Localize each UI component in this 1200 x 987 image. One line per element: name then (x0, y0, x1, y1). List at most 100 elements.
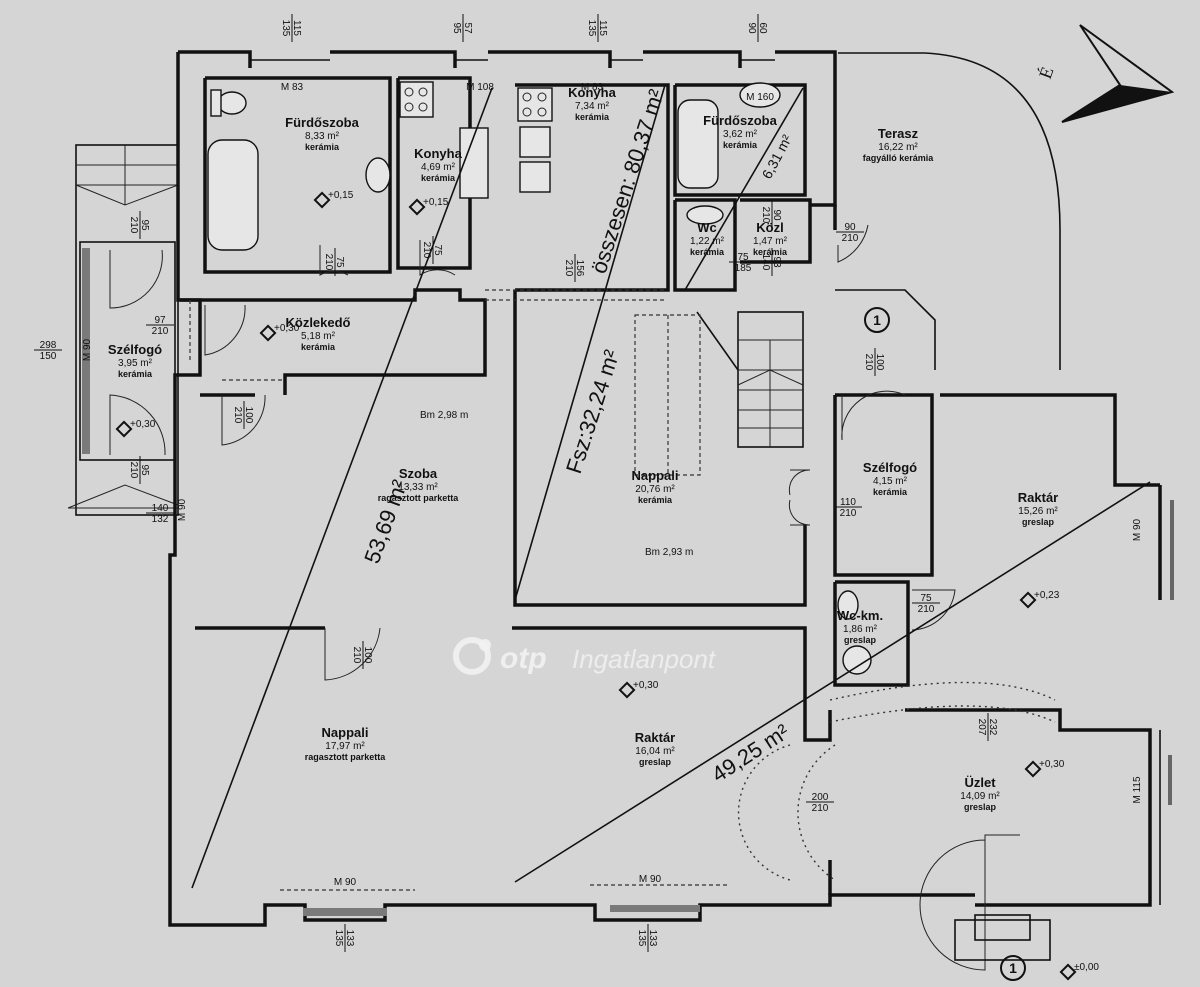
room-area: 7,34 m² (575, 101, 610, 112)
dimension-height: 210 (128, 217, 139, 234)
room-floor: kerámia (873, 487, 908, 497)
room-name: Konyha (414, 146, 462, 161)
dimension-height: 210 (760, 207, 771, 224)
dimension-width: 156 (574, 260, 585, 277)
room-floor: ragasztott parketta (305, 752, 387, 762)
dimension-width: 232 (987, 719, 998, 736)
dimension-width: 93 (771, 256, 782, 268)
room-name: Fürdőszoba (285, 115, 359, 130)
room-floor: kerámia (753, 247, 788, 257)
level-value: +0,15 (423, 197, 449, 208)
bottom-windows (280, 884, 730, 916)
dimension-height: 210 (232, 407, 243, 424)
window-mark: M 115 (1132, 776, 1143, 803)
watermark: otp Ingatlanpont (453, 637, 717, 675)
dimension-width: 75 (920, 593, 932, 604)
dimension-width: 133 (647, 930, 658, 947)
north-arrow-icon: É (1034, 24, 1175, 123)
room-name: Közlekedő (285, 315, 350, 330)
level-icon (1019, 591, 1037, 609)
level-marker: ±0,00 (1059, 962, 1099, 981)
window-mark: M 83 (281, 82, 304, 93)
dimension-height: 135 (636, 930, 647, 947)
dimension-height: 185 (735, 263, 752, 274)
dimension-height: 210 (918, 604, 935, 615)
stove-icon (399, 81, 434, 118)
level-value: +0,23 (1034, 590, 1060, 601)
staircase (634, 311, 804, 476)
room-floor: greslap (844, 635, 877, 645)
level-marker: +0,30 (618, 680, 659, 699)
dimension-width: 100 (362, 647, 373, 664)
dimension-width: 95 (139, 219, 150, 231)
room-area: 4,15 m² (873, 476, 908, 487)
window-mark: M 90 (639, 874, 662, 885)
dimension-height: 210 (842, 233, 859, 244)
dimension-width: 60 (757, 22, 768, 34)
room-area: 16,22 m² (878, 142, 918, 153)
room-floor: kerámia (638, 495, 673, 505)
room-name: Közl (756, 220, 783, 235)
window-mark: M 108 (466, 82, 494, 93)
dimension-height: 210 (152, 326, 169, 337)
level-icon (1059, 963, 1077, 981)
level-value: +0,30 (274, 323, 300, 334)
room-height-label: Bm 2,93 m (645, 547, 693, 558)
doors (204, 224, 1056, 971)
room-name: Wc-km. (837, 608, 883, 623)
room-name: Szoba (399, 466, 438, 481)
dimension-height: 210 (863, 354, 874, 371)
dimension-height: 210 (812, 803, 829, 814)
level-icon (259, 324, 277, 342)
svg-text:1: 1 (1009, 960, 1017, 976)
window-mark: M 90 (82, 338, 93, 361)
dimension-width: 57 (462, 22, 473, 34)
walls (168, 50, 1174, 927)
toilet-2-icon (686, 205, 724, 225)
room-area: 13,33 m² (398, 482, 438, 493)
dimension-width: 115 (291, 20, 302, 36)
room-area: 15,26 m² (1018, 506, 1058, 517)
dimension-width: 100 (874, 354, 885, 371)
dimension-width: 97 (154, 315, 166, 326)
room-name: Raktár (1018, 490, 1058, 505)
room-name: Wc (697, 220, 717, 235)
room-area: 20,76 m² (635, 484, 675, 495)
room-area: 1,22 m² (690, 236, 725, 247)
level-value: +0,30 (633, 680, 659, 691)
dimension-width: 115 (597, 20, 608, 36)
toilet-icon (217, 91, 247, 115)
room-name: Üzlet (964, 775, 996, 790)
room-floor: kerámia (723, 140, 758, 150)
room-name: Nappali (632, 468, 679, 483)
dimension-height: 207 (976, 719, 987, 736)
thresholds (189, 289, 665, 381)
level-icon (618, 681, 636, 699)
dimension-width: 90 (771, 209, 782, 221)
level-marker: +0,15 (408, 197, 449, 216)
watermark-text: Ingatlanpont (572, 644, 717, 674)
room-area: 8,33 m² (305, 131, 340, 142)
room-area: 4,69 m² (421, 162, 456, 173)
window-mark: M 90 (177, 498, 188, 521)
level-marker: +0,30 (1024, 759, 1065, 778)
sink-icon (365, 157, 391, 193)
bathtub-icon (207, 139, 259, 251)
window-mark: M 83 (581, 82, 604, 93)
section-marker: 1 1 (864, 307, 1026, 981)
level-markers: +0,15+0,15+0,30+0,30+0,23+0,30+0,30±0,00 (115, 190, 1099, 981)
